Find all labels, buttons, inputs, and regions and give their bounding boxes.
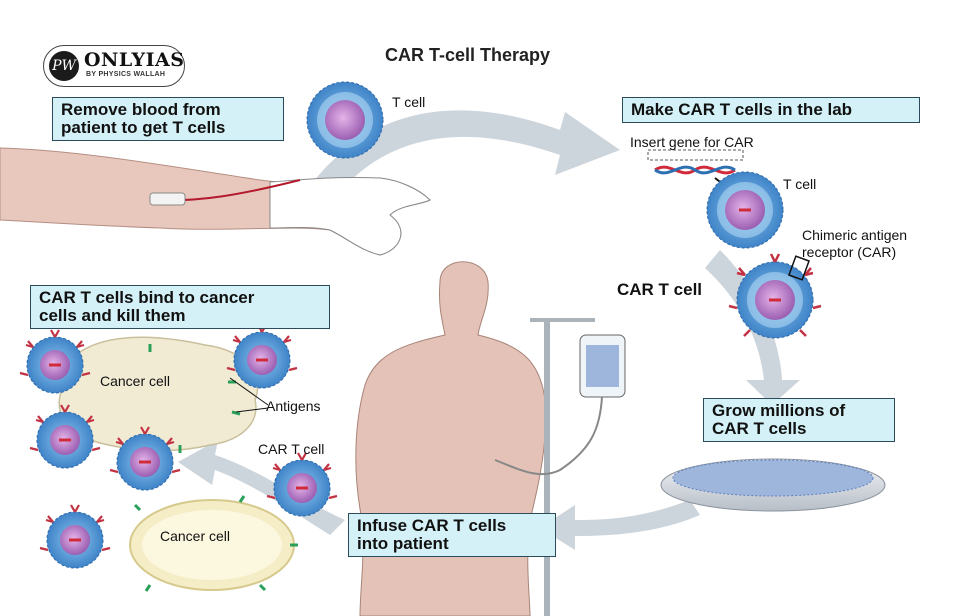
step-bind-line1: CAR T cells bind to cancer	[39, 288, 255, 307]
logo-name: ONLYIAS	[84, 49, 185, 71]
step-infuse-line2: into patient	[357, 534, 449, 553]
antigen-marks	[133, 344, 298, 592]
flow-arrow-bottom	[540, 500, 700, 550]
car-receptor-marker	[788, 255, 810, 281]
patient-silhouette	[355, 261, 547, 616]
step-bind-line2: cells and kill them	[39, 306, 186, 325]
step-grow-box: Grow millions of CAR T cells	[703, 398, 895, 442]
diagram-title: CAR T-cell Therapy	[385, 45, 551, 65]
pw-logo-icon: PW	[49, 51, 79, 81]
car-t-cell-icon	[728, 253, 822, 339]
label-insert-gene: Insert gene for CAR	[630, 134, 754, 150]
label-t-cell-top: T cell	[392, 94, 426, 110]
label-antigens: Antigens	[266, 398, 321, 414]
step-grow-line2: CAR T cells	[712, 419, 807, 438]
petri-dish-icon	[660, 458, 886, 512]
step-infuse-line1: Infuse CAR T cells	[357, 516, 507, 535]
step-bind-box: CAR T cells bind to cancer cells and kil…	[30, 285, 330, 329]
logo-sub: BY PHYSICS WALLAH	[86, 71, 166, 78]
onlyias-logo: PW ONLYIAS BY PHYSICS WALLAH	[43, 45, 185, 87]
step-make-box: Make CAR T cells in the lab	[622, 97, 920, 123]
needle-icon	[149, 192, 186, 206]
label-car-t-cell-left: CAR T cell	[258, 441, 325, 457]
car-t-cell-small-6	[38, 503, 112, 570]
step-remove-line1: Remove blood from	[61, 100, 221, 119]
step-grow-line1: Grow millions of	[712, 401, 846, 420]
label-car-line1: Chimeric antigen	[802, 227, 908, 243]
car-t-cell-small-5	[265, 451, 339, 518]
label-t-cell-lab: T cell	[783, 176, 817, 192]
label-cancer-cell-top: Cancer cell	[100, 373, 171, 389]
step-remove-box: Remove blood from patient to get T cells	[52, 97, 284, 141]
t-cell-lab-icon	[706, 171, 784, 249]
label-car-line2: receptor (CAR)	[802, 244, 897, 260]
step-infuse-box: Infuse CAR T cells into patient	[348, 513, 556, 557]
label-cancer-cell-bottom: Cancer cell	[160, 528, 231, 544]
iv-bag-icon	[494, 318, 626, 616]
step-remove-line2: patient to get T cells	[61, 118, 226, 137]
label-car-t-cell-right: CAR T cell	[617, 280, 703, 299]
t-cell-icon	[306, 81, 384, 159]
step-make-line: Make CAR T cells in the lab	[631, 100, 853, 119]
